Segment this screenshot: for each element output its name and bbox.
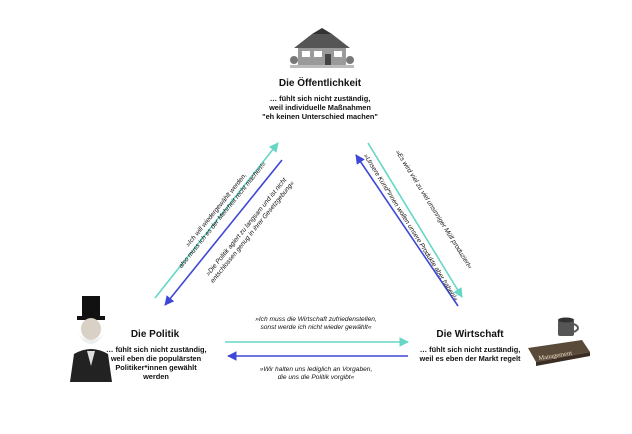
politics-description: … fühlt sich nicht zuständig, weil eben … bbox=[106, 345, 207, 381]
economy-desc-line: weil es eben der Markt regelt bbox=[419, 354, 521, 363]
arrow-politics-to-public bbox=[154, 142, 279, 299]
arrow-public-to-economy bbox=[367, 142, 463, 298]
politics-desc-line: weil eben die populärsten bbox=[110, 354, 202, 363]
economy-desc-line: … fühlt sich nicht zuständig, bbox=[419, 345, 521, 354]
public-description: … fühlt sich nicht zuständig, weil indiv… bbox=[250, 94, 390, 121]
public-title: Die Öffentlichkeit bbox=[278, 78, 362, 89]
economy-title: Die Wirtschaft bbox=[436, 329, 504, 340]
quote-line: die uns die Politik vorgibt« bbox=[277, 374, 355, 381]
public-desc-line: "eh keinen Unterschied machen" bbox=[262, 112, 378, 121]
house-icon bbox=[290, 28, 354, 68]
arrow-economy-to-public bbox=[355, 154, 459, 307]
quote-line: »Wir halten uns lediglich an Vorgaben, bbox=[259, 366, 373, 373]
management-desk-icon: Management bbox=[528, 312, 594, 370]
arrow-public-to-politics bbox=[164, 159, 283, 306]
quote-politics-to-economy: »Ich muss die Wirtschaft zufriedenstelle… bbox=[236, 316, 396, 332]
politics-title: Die Politik bbox=[130, 329, 180, 340]
quote-economy-to-politics: »Wir halten uns lediglich an Vorgaben, d… bbox=[236, 366, 396, 382]
public-desc-line: … fühlt sich nicht zuständig, bbox=[269, 94, 371, 103]
quote-line: »Ich muss die Wirtschaft zufriedenstelle… bbox=[255, 316, 377, 323]
politics-desc-line: Politiker*innen gewählt bbox=[115, 363, 197, 372]
politics-desc-line: werden bbox=[143, 372, 169, 381]
politics-desc-line: … fühlt sich nicht zuständig, bbox=[106, 345, 207, 354]
economy-description: … fühlt sich nicht zuständig, weil es eb… bbox=[414, 345, 526, 363]
public-desc-line: weil individuelle Maßnahmen bbox=[269, 103, 371, 112]
quote-line: sonst werde ich nicht wieder gewählt« bbox=[260, 324, 372, 331]
politician-icon bbox=[68, 296, 114, 382]
